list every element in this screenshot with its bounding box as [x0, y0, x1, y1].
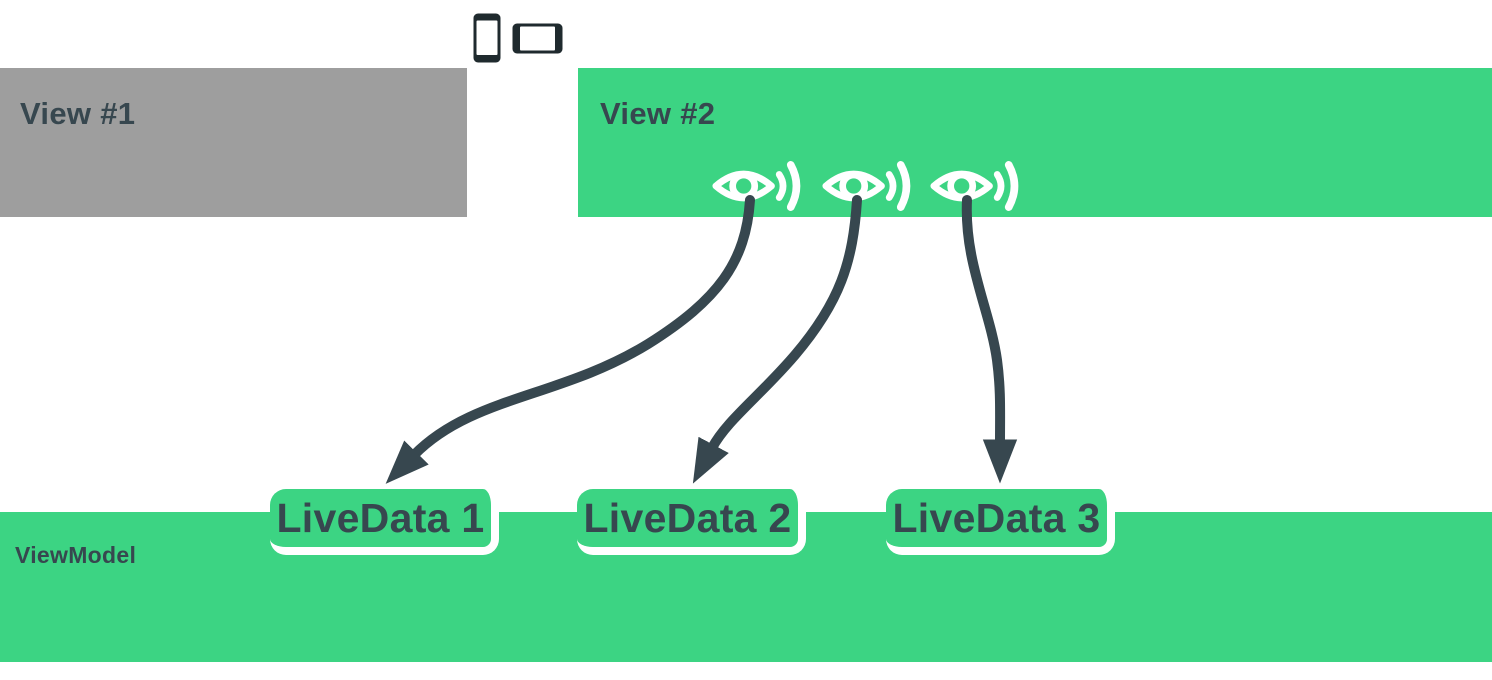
observer-eye-icon: [712, 161, 801, 211]
device-rotation-icons: [473, 13, 563, 63]
phone-portrait-icon: [473, 13, 501, 63]
livedata-label-1: LiveData 1: [276, 494, 485, 541]
livedata-box-2: LiveData 2: [577, 489, 806, 555]
livedata-label-2: LiveData 2: [583, 494, 792, 541]
viewmodel-label: ViewModel: [15, 542, 137, 568]
livedata-label-3: LiveData 3: [892, 494, 1101, 541]
observer-arrow-3: [961, 195, 1018, 484]
view1-label: View #1: [20, 96, 136, 131]
observer-eye-icon: [930, 161, 1019, 211]
view1-box: View #1: [0, 68, 467, 217]
observer-arrow-2: [692, 195, 862, 484]
livedata-box-3: LiveData 3: [886, 489, 1115, 555]
livedata-box-1: LiveData 1: [270, 489, 499, 555]
observer-arrow-1: [385, 195, 755, 484]
observer-eye-icon: [822, 161, 911, 211]
view2-box: View #2: [578, 68, 1492, 217]
phone-landscape-icon: [512, 23, 563, 53]
view2-label: View #2: [600, 96, 716, 131]
